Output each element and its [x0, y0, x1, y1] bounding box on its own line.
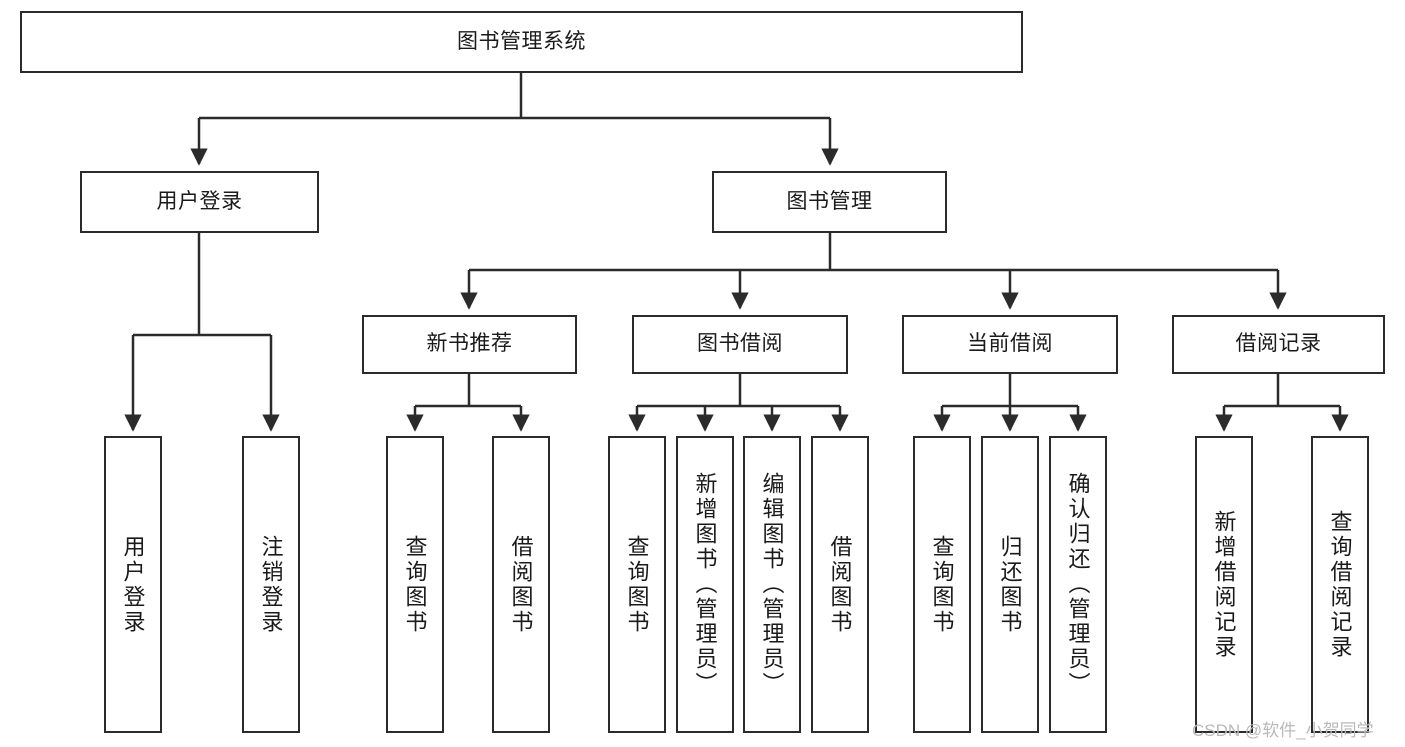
node-label: 注销登录 [258, 534, 284, 635]
leaf-book-borrow-1[interactable]: 查询图书 [608, 436, 666, 733]
leaf-current-borrow-3[interactable]: 确认归还（管理员） [1049, 436, 1107, 733]
node-borrow-record[interactable]: 借阅记录 [1172, 315, 1385, 374]
node-current-borrow[interactable]: 当前借阅 [902, 315, 1118, 374]
leaf-current-borrow-2[interactable]: 归还图书 [981, 436, 1039, 733]
node-book-management[interactable]: 图书管理 [712, 171, 947, 233]
node-label: 借阅记录 [1235, 332, 1322, 356]
leaf-new-book-1[interactable]: 查询图书 [386, 436, 444, 733]
node-label: 编辑图书（管理员） [759, 472, 785, 697]
leaf-book-borrow-2[interactable]: 新增图书（管理员） [676, 436, 734, 733]
node-label: 新书推荐 [426, 332, 513, 356]
node-book-borrow[interactable]: 图书借阅 [632, 315, 848, 374]
node-label: 图书借阅 [697, 332, 783, 356]
leaf-user-login-1[interactable]: 用户登录 [104, 436, 162, 733]
node-label: 查询图书 [929, 534, 955, 635]
node-label: 查询图书 [624, 534, 650, 635]
node-label: 新增图书（管理员） [692, 472, 718, 697]
leaf-new-book-2[interactable]: 借阅图书 [492, 436, 550, 733]
node-root-book-management-system[interactable]: 图书管理系统 [20, 11, 1023, 73]
node-label: 图书管理 [786, 189, 873, 213]
node-new-book-recommend[interactable]: 新书推荐 [362, 315, 577, 374]
node-label: 借阅图书 [508, 534, 534, 635]
node-label: 确认归还（管理员） [1065, 472, 1091, 697]
leaf-book-borrow-3[interactable]: 编辑图书（管理员） [743, 436, 801, 733]
csdn-watermark: CSDN @软件_小贺同学 [1192, 721, 1374, 740]
leaf-borrow-record-2[interactable]: 查询借阅记录 [1311, 436, 1369, 733]
node-label: 查询图书 [402, 534, 428, 635]
leaf-borrow-record-1[interactable]: 新增借阅记录 [1195, 436, 1253, 733]
node-label: 归还图书 [997, 534, 1023, 635]
node-label: 用户登录 [156, 189, 243, 213]
node-label: 新增借阅记录 [1211, 509, 1237, 660]
node-label: 当前借阅 [967, 332, 1053, 356]
node-label: 借阅图书 [827, 534, 853, 635]
node-label: 查询借阅记录 [1327, 509, 1353, 660]
leaf-current-borrow-1[interactable]: 查询图书 [913, 436, 971, 733]
leaf-user-login-2[interactable]: 注销登录 [242, 436, 300, 733]
node-label: 图书管理系统 [457, 29, 586, 53]
node-user-login[interactable]: 用户登录 [80, 171, 319, 233]
leaf-book-borrow-4[interactable]: 借阅图书 [811, 436, 869, 733]
node-label: 用户登录 [120, 534, 146, 635]
